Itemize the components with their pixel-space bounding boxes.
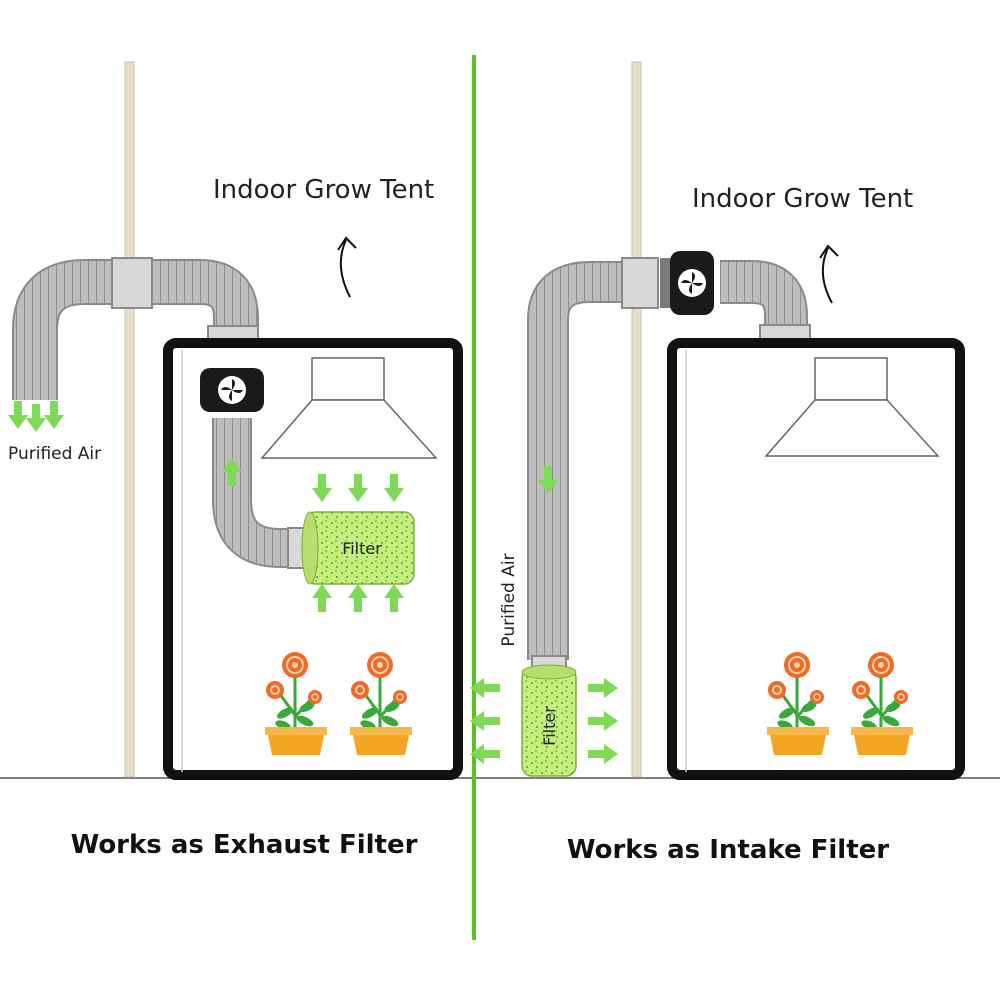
wall-coupler [111,257,153,309]
airflow-arrow-icon [26,404,46,432]
tent-label: Indoor Grow Tent [692,184,913,214]
intake-panel: Filter Purified Air Indoor Grow Tent Wor… [470,61,965,865]
purified-air-label: Purified Air [8,444,101,464]
inner-duct [152,261,257,330]
exhaust-panel: Filter Purified Air Indoor Grow Tent Wor… [8,61,463,860]
filter-label: Filter [342,539,382,558]
airflow-arrow-icon [8,401,28,429]
filter-label: Filter [540,706,559,746]
intake-caption: Works as Intake Filter [567,835,889,865]
wall-pole [124,61,135,778]
airflow-arrow-icon [588,744,618,764]
airflow-arrow-icon [588,711,618,731]
tent-label: Indoor Grow Tent [213,175,434,205]
fan-icon [670,251,714,315]
intake-duct [529,263,625,660]
tent-duct [214,418,300,566]
carbon-filter: Filter [521,664,577,777]
outer-duct [13,261,118,400]
wall-pole [631,61,642,778]
fan-duct [720,262,806,328]
carbon-filter: Filter [301,511,415,585]
purified-air-label: Purified Air [499,553,519,646]
fan-icon [200,368,264,412]
rotation-arrow-icon [339,239,351,298]
airflow-arrow-icon [588,678,618,698]
exhaust-caption: Works as Exhaust Filter [71,830,418,860]
rotation-arrow-icon [821,247,833,304]
wall-coupler [621,257,659,309]
grow-lamp [764,357,940,457]
panel-divider [472,55,476,940]
airflow-arrow-icon [44,401,64,429]
grow-lamp [260,357,438,459]
